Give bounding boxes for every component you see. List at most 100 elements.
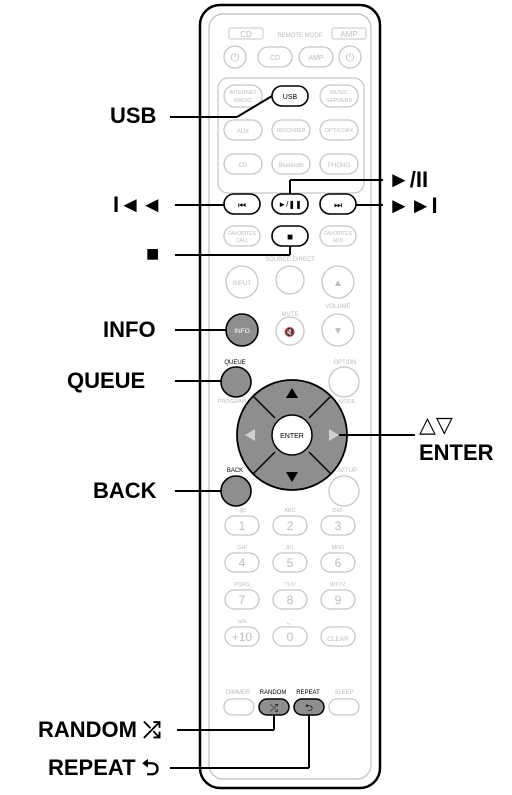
- input-button-label: INPUT: [233, 281, 251, 287]
- queue-label: QUEUE: [224, 360, 245, 366]
- enter-button-label: ENTER: [280, 433, 304, 440]
- keypad-button[interactable]: [320, 626, 356, 647]
- repeat-icon: ⮌: [305, 703, 313, 714]
- keypad-button[interactable]: [320, 589, 356, 610]
- back-button[interactable]: [220, 475, 252, 507]
- remote-mode-label: REMOTE MODE: [277, 33, 322, 39]
- favorites-add-label-2: ADD: [333, 238, 344, 244]
- cursor-right-icon[interactable]: [329, 429, 339, 441]
- keypad-button[interactable]: [224, 626, 260, 647]
- source-direct-button[interactable]: [275, 265, 305, 295]
- favorites-add-button[interactable]: [319, 225, 357, 247]
- cursor-up-icon[interactable]: [286, 388, 298, 398]
- cd-source-button[interactable]: [223, 153, 263, 175]
- recorder-button-label: RECORDER: [277, 128, 306, 134]
- keypad-button[interactable]: [320, 552, 356, 573]
- dimmer-label: DIMMER: [226, 690, 251, 696]
- power-icon: ⏻: [346, 52, 355, 64]
- power-cd-button[interactable]: [223, 45, 247, 69]
- bluetooth-button[interactable]: [271, 153, 311, 175]
- aux-button[interactable]: [223, 119, 263, 141]
- internet-radio-label-2: RADIO: [234, 98, 252, 104]
- queue-button[interactable]: [220, 366, 252, 398]
- favorites-call-button[interactable]: [223, 225, 261, 247]
- cd-button[interactable]: [257, 46, 293, 68]
- cd-mode-label: CD: [240, 30, 252, 39]
- sleep-button[interactable]: [328, 698, 360, 716]
- mute-label: MUTE: [282, 312, 299, 318]
- opt-coax-button-label: OPT/COAX: [325, 128, 354, 134]
- opt-coax-button[interactable]: [319, 119, 359, 141]
- internet-radio-label-1: INTERNET: [229, 90, 257, 96]
- keypad-sublabel: ␣ ': [287, 619, 293, 625]
- program-label: PROGRAM: [218, 399, 247, 405]
- keypad-button-label: 1: [239, 519, 246, 533]
- internet-radio-button[interactable]: [223, 84, 263, 108]
- amp-button[interactable]: [298, 46, 334, 68]
- amp-button-label: AMP: [308, 55, 324, 62]
- callout-random: RANDOM ⤮: [38, 717, 161, 742]
- cursor-down-icon[interactable]: [286, 472, 298, 482]
- keypad-button[interactable]: [272, 515, 308, 536]
- shuffle-icon: ⤮: [270, 703, 278, 714]
- cd-source-label: CD: [239, 163, 248, 169]
- keypad-button-label: CLEAR: [327, 636, 349, 643]
- keypad-sublabel: ABC: [284, 508, 295, 514]
- keypad-sublabel: .@/: [238, 508, 247, 514]
- power-amp-button[interactable]: [338, 45, 362, 69]
- keypad-button[interactable]: [320, 515, 356, 536]
- callout-prev: I◄◄: [113, 192, 163, 217]
- pad-divider: [252, 451, 276, 475]
- numeric-keypad: .@/1ABC2DEF3GHI4JKL5MNO6PQRS7TUV8WXYZ9a/…: [224, 508, 356, 647]
- keypad-sublabel: TUV: [285, 582, 296, 588]
- cd-mode-tag: [228, 27, 264, 40]
- volume-up-icon: ▲: [333, 278, 343, 289]
- callout-enter: ENTER: [419, 440, 494, 465]
- setup-button[interactable]: [328, 475, 360, 507]
- mode-label: MODE: [339, 399, 356, 405]
- play-pause-icon: ►/❚❚: [278, 200, 302, 209]
- keypad-button[interactable]: [224, 515, 260, 536]
- music-servers-label-2: SERVERS: [326, 98, 353, 104]
- keypad-button[interactable]: [272, 626, 308, 647]
- random-label: RANDOM: [260, 690, 287, 696]
- callout-cursor: △▽: [419, 412, 453, 437]
- callout-stop: ■: [146, 241, 160, 266]
- volume-label: VOLUME: [325, 304, 350, 310]
- phono-button[interactable]: [319, 153, 359, 175]
- usb-leader-line: [236, 95, 273, 118]
- keypad-sublabel: JKL: [285, 545, 294, 551]
- option-button[interactable]: [328, 366, 360, 398]
- volume-up-button[interactable]: [321, 265, 355, 299]
- enter-button[interactable]: [271, 414, 313, 456]
- pad-divider: [308, 451, 332, 475]
- keypad-button-label: 8: [287, 593, 294, 607]
- leader-lines: [170, 95, 415, 769]
- keypad-button-label: 5: [287, 556, 294, 570]
- repeat-label: REPEAT: [296, 690, 320, 696]
- music-servers-label-1: MUSIC: [330, 90, 348, 96]
- cursor-left-icon[interactable]: [245, 429, 255, 441]
- sleep-label: SLEEP: [334, 690, 353, 696]
- amp-mode-tag: [331, 27, 367, 40]
- keypad-button[interactable]: [272, 589, 308, 610]
- keypad-button-label: +10: [232, 630, 253, 644]
- recorder-button[interactable]: [271, 119, 311, 141]
- keypad-button[interactable]: [272, 552, 308, 573]
- keypad-button-label: 4: [239, 556, 246, 570]
- info-button-label: INFO: [234, 328, 250, 335]
- keypad-button[interactable]: [224, 589, 260, 610]
- stop-icon: ■: [287, 232, 293, 243]
- input-button[interactable]: [225, 265, 259, 299]
- mute-button[interactable]: [275, 316, 305, 346]
- favorites-call-label-2: CALL: [236, 238, 249, 244]
- music-servers-button[interactable]: [319, 84, 359, 108]
- back-label: BACK: [227, 468, 243, 474]
- keypad-button[interactable]: [224, 552, 260, 573]
- option-label: OPTION: [333, 360, 356, 366]
- keypad-sublabel: a/A: [238, 619, 247, 625]
- volume-down-button[interactable]: [321, 313, 355, 347]
- dimmer-button[interactable]: [223, 698, 255, 716]
